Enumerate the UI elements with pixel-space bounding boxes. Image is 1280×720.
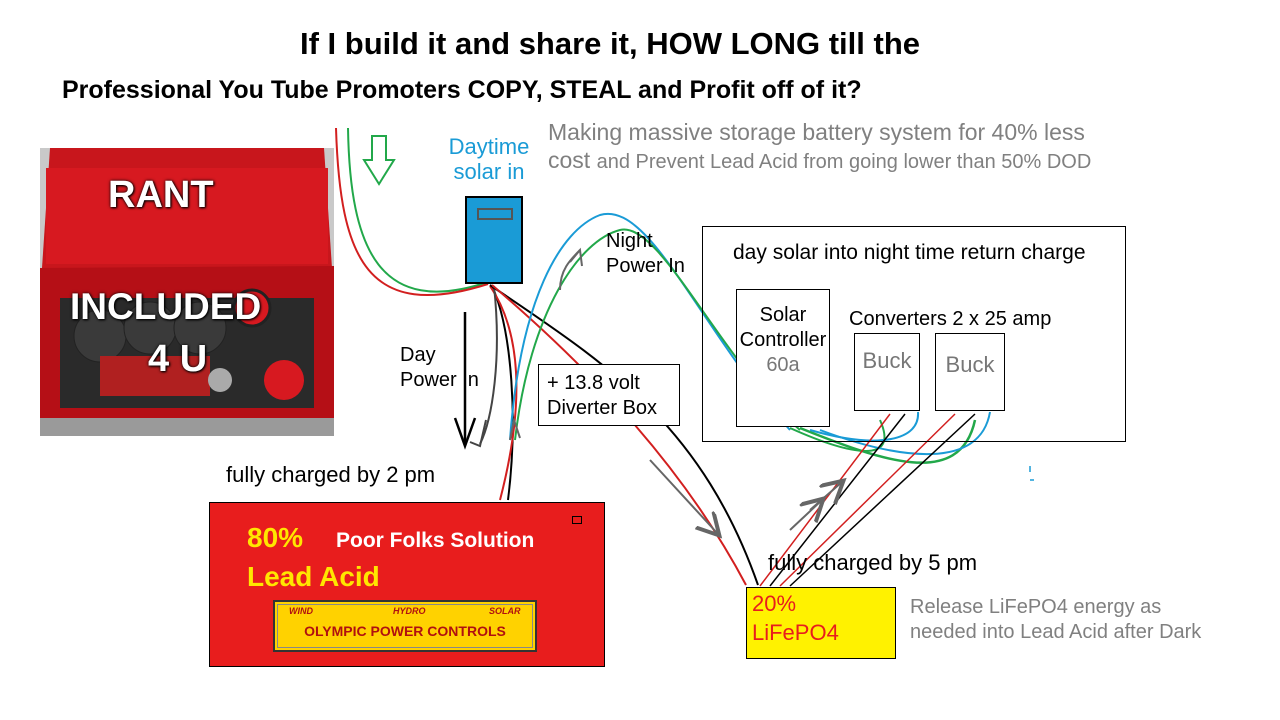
buck-converter-2: Buck xyxy=(935,333,1005,411)
lead-charged-note: fully charged by 2 pm xyxy=(226,462,435,488)
solar-panel-icon xyxy=(465,196,523,284)
diverter-box: + 13.8 volt Diverter Box xyxy=(538,364,680,426)
controller-name: Solar Controller xyxy=(737,303,829,353)
battery-terminal xyxy=(572,516,582,524)
lifepo4-name: LiFePO4 xyxy=(752,620,839,646)
description-note: Making massive storage battery system fo… xyxy=(548,118,1091,176)
lifepo4-charged-note: fully charged by 5 pm xyxy=(768,550,977,576)
day-power-label: Day Power In xyxy=(400,343,480,393)
panel-window xyxy=(477,208,513,220)
toolbox-photo: RANT INCLUDED 4 U xyxy=(40,148,334,436)
rant-label: RANT xyxy=(108,174,214,217)
controller-amp: 60a xyxy=(737,353,829,378)
system-box-label: day solar into night time return charge xyxy=(733,241,1086,265)
included-label: INCLUDED xyxy=(70,286,261,328)
logo-solar: SOLAR xyxy=(489,606,521,616)
page-title: If I build it and share it, HOW LONG til… xyxy=(0,26,1220,62)
logo-hydro: HYDRO xyxy=(393,606,426,616)
4u-label: 4 U xyxy=(148,338,207,381)
tagline: Poor Folks Solution xyxy=(336,529,534,553)
logo-name: OLYMPIC POWER CONTROLS xyxy=(275,623,535,639)
description-line2-rest: and Prevent Lead Acid from going lower t… xyxy=(597,151,1092,173)
page-subtitle-bold: Professional You Tube Promoters COPY, ST… xyxy=(62,76,862,105)
description-line1: Making massive storage battery system fo… xyxy=(548,118,1091,146)
buck-converter-1: Buck xyxy=(854,333,920,411)
lead-acid-percent: 80% xyxy=(247,522,303,554)
lifepo4-percent: 20% xyxy=(752,591,796,617)
description-line2: cost and Prevent Lead Acid from going lo… xyxy=(548,146,1091,176)
converters-label: Converters 2 x 25 amp xyxy=(849,308,1051,331)
lead-acid-name: Lead Acid xyxy=(247,561,380,593)
night-power-label: Night Power In xyxy=(606,229,686,279)
description-line2-start: cost xyxy=(548,147,590,173)
solar-label: Daytime solar in xyxy=(441,134,537,184)
down-arrow-icon xyxy=(364,136,394,184)
release-note: Release LiFePO4 energy as needed into Le… xyxy=(910,595,1210,645)
solar-controller: Solar Controller 60a xyxy=(736,289,830,427)
logo-wind: WIND xyxy=(289,606,313,616)
opc-logo: WIND HYDRO SOLAR OLYMPIC POWER CONTROLS xyxy=(273,600,537,652)
